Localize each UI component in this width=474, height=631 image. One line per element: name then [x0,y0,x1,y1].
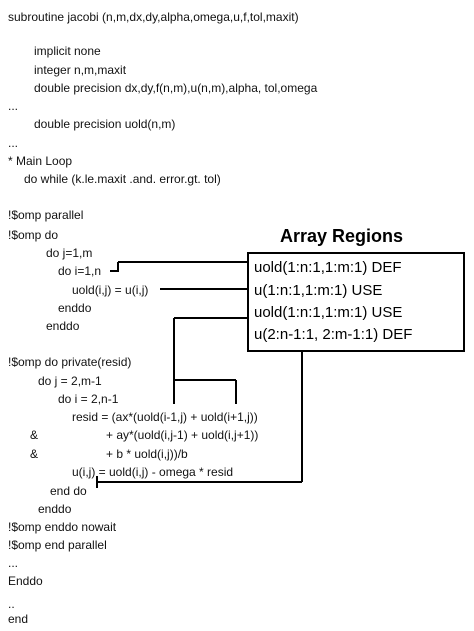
code-line-main-loop: * Main Loop [8,154,73,168]
code-line-ellipsis-4: .. [8,597,15,611]
code-line-uold-assign: uold(i,j) = u(i,j) [72,283,149,297]
code-line-omp-enddo-nowait: !$omp enddo nowait [8,520,117,534]
code-line-omp-parallel: !$omp parallel [8,208,84,222]
array-regions-box: uold(1:n:1,1:m:1) DEF u(1:n:1,1:m:1) USE… [247,252,465,352]
region-entry-uold-use: uold(1:n:1,1:m:1) USE [254,304,403,321]
code-line-end-do: end do [50,484,87,498]
code-line-omp-end-parallel: !$omp end parallel [8,538,107,552]
code-line-continuation-2: & [30,447,39,461]
code-line-resid: resid = (ax*(uold(i-1,j) + uold(i+1,j)) [72,410,258,424]
region-entry-u-def: u(2:n-1:1, 2:m-1:1) DEF [254,326,413,343]
code-line-double-uold: double precision uold(n,m) [34,117,176,131]
code-line-b-term: + b * uold(i,j))/b [106,447,188,461]
code-line-omp-do-private: !$omp do private(resid) [8,355,132,369]
code-line-do-j: do j=1,m [46,246,93,260]
code-line-enddo-main: Enddo [8,574,43,588]
region-entry-uold-def: uold(1:n:1,1:m:1) DEF [254,259,402,276]
code-line-subroutine: subroutine jacobi (n,m,dx,dy,alpha,omega… [8,10,299,24]
code-line-end: end [8,612,29,626]
code-line-do-i: do i=1,n [58,264,102,278]
code-line-enddo-inner: enddo [58,301,92,315]
region-entry-u-use: u(1:n:1,1:m:1) USE [254,282,383,299]
code-line-ellipsis-2: ... [8,136,19,150]
code-line-continuation-1: & [30,428,39,442]
code-line-double-precision: double precision dx,dy,f(n,m),u(n,m),alp… [34,81,318,95]
code-line-enddo-outer: enddo [46,319,80,333]
code-line-integer: integer n,m,maxit [34,63,127,77]
code-line-ellipsis-1: ... [8,99,19,113]
code-line-do-while: do while (k.le.maxit .and. error.gt. tol… [24,172,221,186]
code-line-do-j-2: do j = 2,m-1 [38,374,102,388]
code-line-implicit: implicit none [34,44,101,58]
code-line-do-i-2: do i = 2,n-1 [58,392,119,406]
code-line-omp-do: !$omp do [8,228,59,242]
code-line-ay-term: + ay*(uold(i,j-1) + uold(i,j+1)) [106,428,259,442]
code-line-enddo-3: enddo [38,502,72,516]
array-regions-title: Array Regions [280,226,404,246]
code-line-u-update: u(i,j) = uold(i,j) - omega * resid [72,465,234,479]
code-line-ellipsis-3: ... [8,556,19,570]
